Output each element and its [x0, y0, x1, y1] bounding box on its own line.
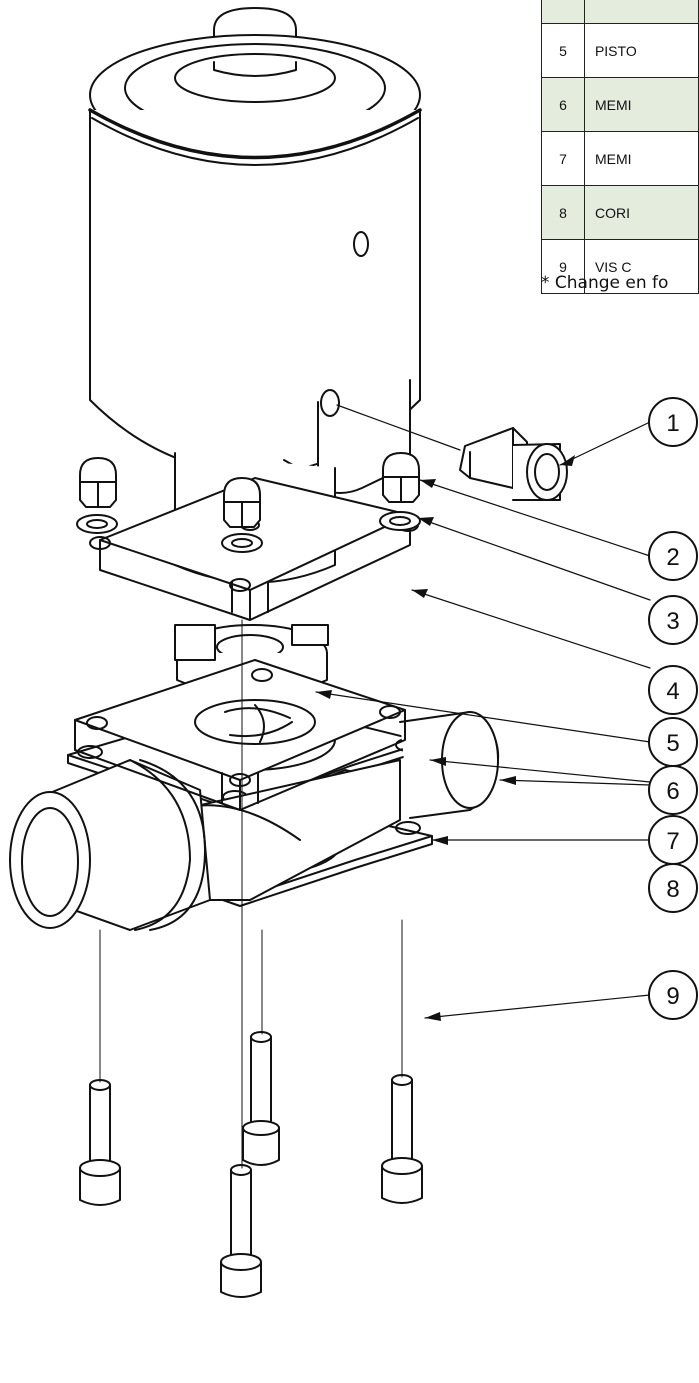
callout-2: 2: [648, 531, 698, 581]
callout-1: 1: [648, 397, 698, 447]
socket-screw: [220, 1164, 262, 1298]
callout-9: 9: [648, 970, 698, 1020]
callout-number: 7: [666, 828, 679, 855]
socket-screw: [242, 1031, 280, 1166]
part-description: VIS C: [583, 239, 699, 294]
callout-number: 9: [666, 983, 679, 1010]
callout-4: 4: [648, 665, 698, 715]
parts-table: 5 PISTO 6 MEMI 7 MEMI 8 CORI 9 VIS C: [541, 0, 699, 294]
part-description: CORI: [583, 185, 699, 240]
callout-number: 2: [666, 544, 679, 571]
arrowheads: [316, 455, 575, 1021]
valve-body: [9, 659, 500, 931]
table-row: 8 CORI: [541, 185, 699, 240]
callout-number: 8: [666, 876, 679, 903]
callout-number: 1: [666, 410, 679, 437]
table-row: [541, 0, 699, 24]
push-in-fitting: [459, 427, 568, 501]
table-row: 5 PISTO: [541, 23, 699, 78]
actuator-body: [88, 7, 422, 494]
cap-nut: [221, 477, 263, 553]
callout-number: 5: [666, 730, 679, 757]
table-row: 6 MEMI: [541, 77, 699, 132]
part-number: 9: [541, 239, 585, 294]
cap-nut: [379, 452, 421, 531]
callout-number: 4: [666, 678, 679, 705]
socket-screw: [79, 1079, 121, 1206]
callout-8: 8: [648, 863, 698, 913]
leader-lines: [315, 404, 651, 1019]
part-number: 5: [541, 23, 585, 78]
callout-5: 5: [648, 717, 698, 767]
callout-6: 6: [648, 765, 698, 815]
callout-3: 3: [648, 595, 698, 645]
part-number: 8: [541, 185, 585, 240]
assembly-lines: [99, 619, 403, 1169]
part-description: PISTO: [583, 23, 699, 78]
part-description: MEMI: [583, 77, 699, 132]
table-row: 9 VIS C: [541, 239, 699, 294]
callout-number: 6: [666, 778, 679, 805]
socket-screw: [381, 1074, 423, 1204]
footnote: * Change en fo: [541, 273, 669, 293]
callout-7: 7: [648, 815, 698, 865]
callout-number: 3: [666, 608, 679, 635]
cap-nut: [76, 457, 118, 534]
part-description: [583, 0, 699, 24]
part-number: 6: [541, 77, 585, 132]
part-description: MEMI: [583, 131, 699, 186]
table-row: 7 MEMI: [541, 131, 699, 186]
